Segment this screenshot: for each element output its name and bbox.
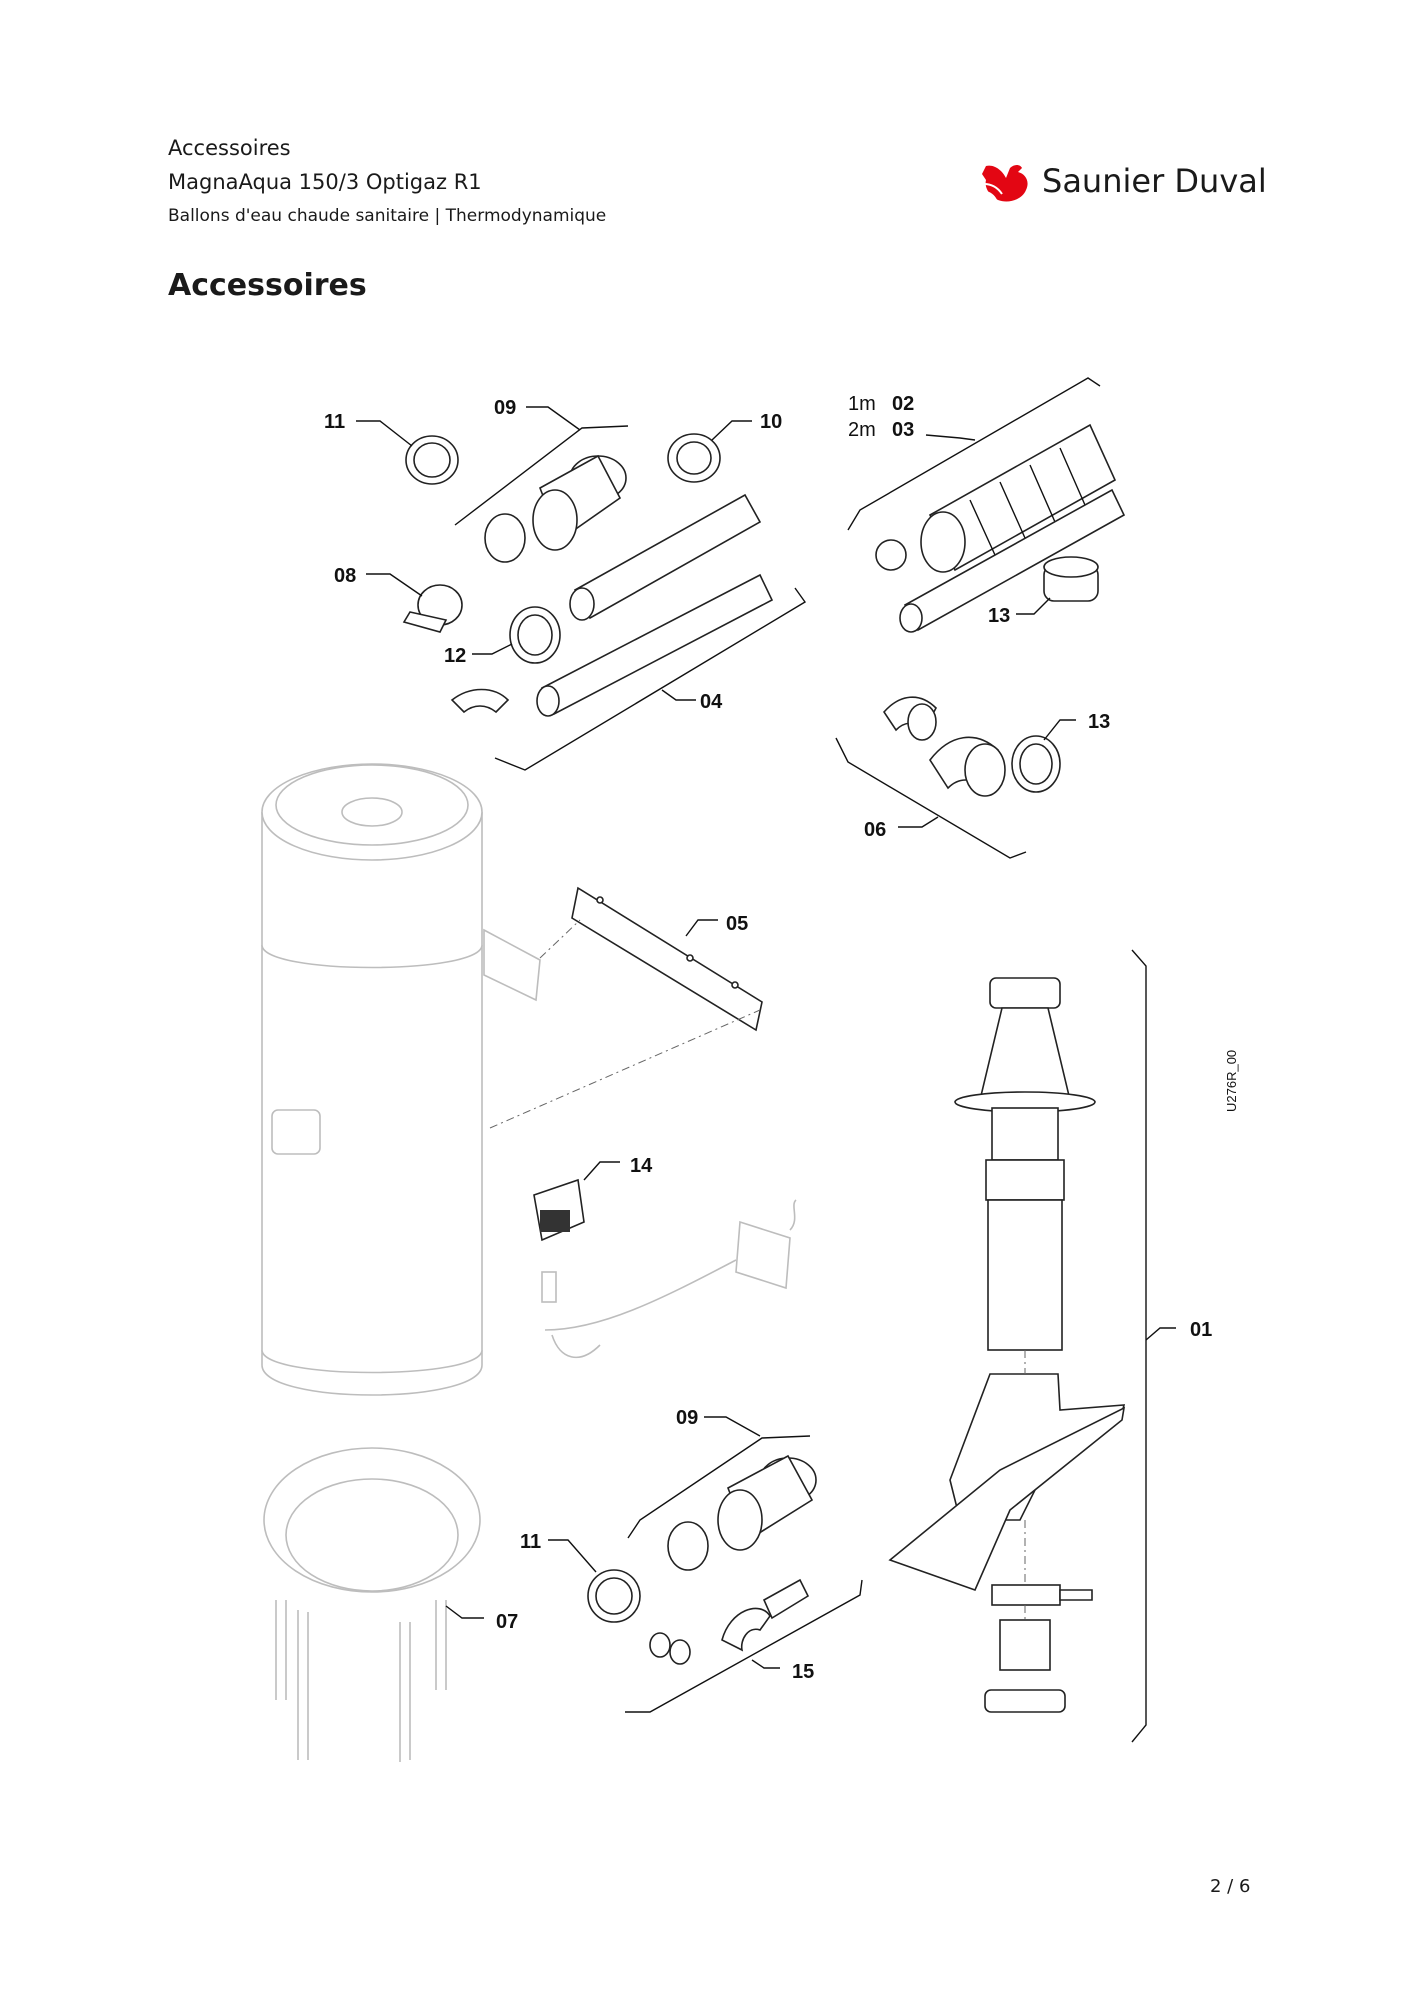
label-05: 05 (726, 913, 748, 935)
header-category: Ballons d'eau chaude sanitaire | Thermod… (168, 206, 607, 226)
part-15-kit (649, 1578, 810, 1665)
label-12: 12 (444, 645, 466, 667)
part-08-damper (402, 584, 463, 633)
bracket-group-04 (494, 587, 807, 771)
label-03: 03 (892, 419, 914, 441)
part-13-clamp-bottom (1011, 735, 1061, 793)
length-2m: 2m (848, 419, 876, 441)
part-09-tee-bottom (667, 1454, 817, 1571)
header-product: MagnaAqua 150/3 Optigaz R1 (168, 170, 482, 194)
part-04-pipes (536, 493, 774, 717)
page-title: Accessoires (168, 268, 367, 303)
bracket-group-01 (1131, 949, 1147, 1743)
part-14-sensor (533, 1178, 585, 1242)
label-11-top: 11 (324, 411, 345, 433)
part-02-03-flex-duct (920, 423, 1117, 573)
alignment-lines (489, 919, 761, 1129)
figure-reference: U276R_00 (1224, 1050, 1239, 1112)
label-04: 04 (700, 691, 723, 713)
part-13-clamp-top (1043, 556, 1099, 602)
bracket-group-09-top (454, 425, 629, 526)
label-15: 15 (792, 1661, 814, 1683)
bracket-group-15 (625, 1579, 863, 1713)
part-coupler (875, 539, 907, 571)
bracket-group-06 (835, 737, 1027, 859)
brand-name: Saunier Duval (1042, 162, 1267, 200)
water-heater-tank (261, 763, 483, 1396)
part-07-stand (263, 1447, 481, 1762)
leader-lines (356, 406, 1176, 1669)
label-13-bottom: 13 (1088, 711, 1110, 733)
part-09-tee-top (484, 454, 627, 563)
label-09-bottom: 09 (676, 1407, 698, 1429)
page-number: 2 / 6 (1210, 1876, 1251, 1897)
part-01-roof-terminal (888, 977, 1126, 1713)
part-06-elbows (882, 696, 1006, 797)
bracket-group-02-03 (847, 377, 1101, 531)
bracket-group-09-bottom (627, 1435, 811, 1539)
label-08: 08 (334, 565, 356, 587)
label-02: 02 (892, 393, 914, 415)
label-11-bottom: 11 (520, 1531, 541, 1553)
part-05-wall-bracket (483, 886, 763, 1032)
label-14: 14 (630, 1155, 653, 1177)
label-13-top: 13 (988, 605, 1010, 627)
brand-logo-bird-icon (982, 165, 1028, 202)
length-1m: 1m (848, 393, 876, 415)
label-01: 01 (1190, 1319, 1212, 1341)
part-elbow-top (450, 688, 510, 714)
label-10: 10 (760, 411, 782, 433)
wiring-harness (541, 1199, 797, 1359)
header-section: Accessoires (168, 136, 291, 160)
part-02-03-pipe (899, 488, 1126, 633)
label-09-top: 09 (494, 397, 516, 419)
label-06: 06 (864, 819, 886, 841)
label-07: 07 (496, 1611, 518, 1633)
